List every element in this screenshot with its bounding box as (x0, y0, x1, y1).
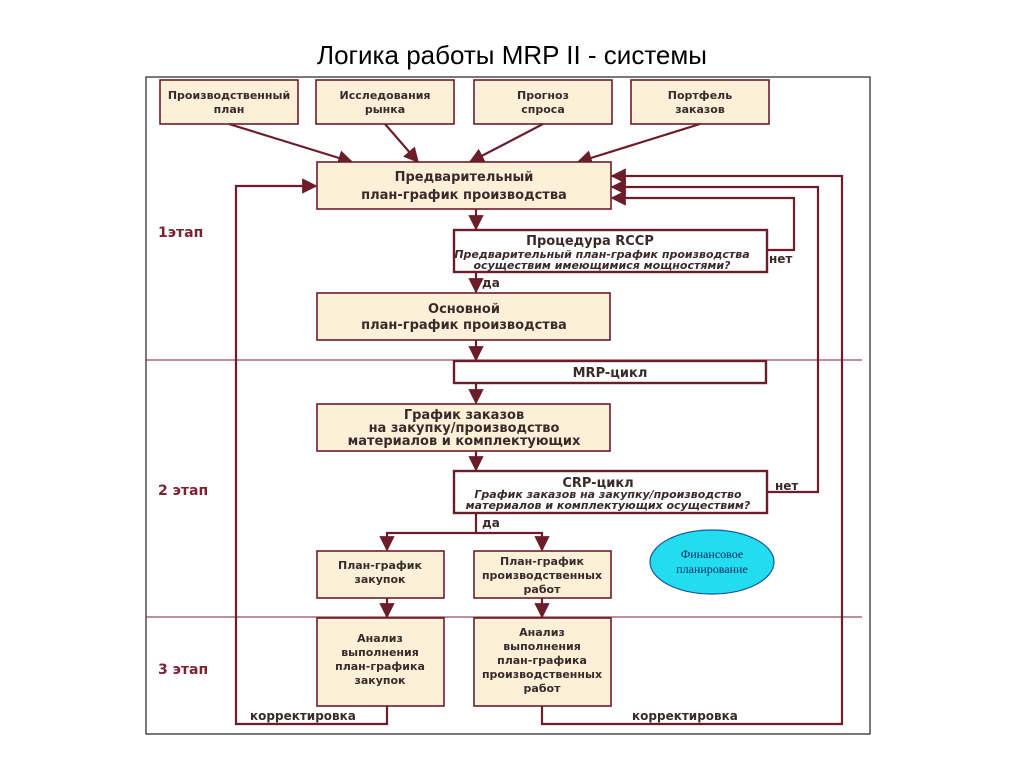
svg-text:план-график производства: план-график производства (361, 318, 567, 333)
input-market-research: Исследования рынка (315, 79, 455, 125)
svg-text:выполнения: выполнения (503, 640, 581, 653)
svg-text:Анализ: Анализ (357, 632, 403, 645)
page-title: Логика работы MRP II - системы (317, 40, 707, 70)
svg-text:закупок: закупок (354, 573, 406, 586)
arrow-input-1 (228, 122, 354, 166)
production-analysis-box: Анализ выполнения план-графика производс… (473, 617, 612, 707)
purchase-analysis-box: Анализ выполнения план-графика закупок (316, 617, 445, 707)
split-line-right (476, 531, 550, 552)
svg-text:рынка: рынка (365, 103, 405, 116)
stage-label-1: 1этап (158, 225, 203, 241)
rccp-yes-label: да (482, 276, 500, 290)
input-production-plan: Производственный план (159, 79, 299, 125)
svg-text:Анализ: Анализ (519, 626, 565, 639)
svg-text:план-график производства: план-график производства (361, 188, 567, 203)
svg-text:График заказов на закупку/прои: График заказов на закупку/производство (474, 488, 742, 501)
svg-text:производственных: производственных (482, 668, 602, 681)
svg-text:MRP-цикл: MRP-цикл (573, 366, 648, 381)
arrow-input-3 (468, 123, 544, 163)
svg-text:план-графика: план-графика (335, 660, 425, 673)
correction-label-left: корректировка (250, 709, 356, 723)
correction-loop-left (234, 178, 389, 726)
stage-label-3: 3 этап (158, 662, 208, 678)
arrow-input-4 (576, 122, 701, 166)
svg-text:График заказов: График заказов (404, 408, 524, 423)
production-works-schedule-box: План-график производственных работ (473, 550, 612, 599)
svg-text:на закупку/производство: на закупку/производство (369, 421, 560, 436)
svg-text:План-график: План-график (500, 555, 585, 568)
svg-text:работ: работ (524, 682, 562, 695)
svg-text:Финансовое: Финансовое (681, 547, 743, 561)
mrp-cycle-box: MRP-цикл (452, 359, 768, 385)
svg-text:работ: работ (524, 583, 562, 596)
svg-text:выполнения: выполнения (341, 646, 419, 659)
purchase-schedule-box: План-график закупок (316, 550, 445, 599)
split-line (379, 513, 478, 552)
svg-text:план: план (214, 103, 245, 116)
correction-label-right: корректировка (632, 709, 738, 723)
svg-text:материалов и комплектующих осу: материалов и комплектующих осуществим? (466, 499, 751, 512)
crp-no-label: нет (775, 479, 798, 493)
svg-text:Портфель: Портфель (668, 89, 732, 102)
svg-text:закупок: закупок (354, 674, 406, 687)
svg-text:Предварительный план-график пр: Предварительный план-график производства (454, 248, 749, 261)
svg-text:планирование: планирование (676, 562, 748, 576)
svg-text:План-график: План-график (338, 559, 423, 572)
rccp-no-label: нет (769, 252, 792, 266)
svg-text:осуществим имеющимися мощностя: осуществим имеющимися мощностями? (474, 259, 732, 272)
crp-box: CRP-цикл График заказов на закупку/произ… (452, 469, 769, 515)
svg-text:Исследования: Исследования (340, 89, 431, 102)
svg-text:Производственный: Производственный (168, 89, 290, 102)
svg-text:производственных: производственных (482, 569, 602, 582)
diagram-frame (145, 76, 871, 735)
svg-text:Предварительный: Предварительный (395, 170, 534, 185)
rccp-no-return-line (610, 190, 796, 252)
correction-loop-right (540, 168, 844, 726)
financial-planning-ellipse: Финансовое планирование (649, 529, 775, 595)
orders-schedule-box: График заказов на закупку/производство м… (316, 403, 611, 452)
input-order-portfolio: Портфель заказов (630, 79, 770, 125)
stage-label-2: 2 этап (158, 483, 208, 499)
rccp-box: Процедура RCCP Предварительный план-граф… (452, 228, 769, 274)
svg-text:CRP-цикл: CRP-цикл (562, 476, 633, 491)
input-demand-forecast: Прогноз спроса (473, 79, 613, 125)
svg-text:заказов: заказов (675, 103, 725, 116)
preliminary-schedule-box: Предварительный план-график производства (316, 161, 612, 210)
svg-text:спроса: спроса (521, 103, 565, 116)
svg-text:план-графика: план-графика (497, 654, 587, 667)
svg-text:Прогноз: Прогноз (517, 89, 569, 102)
crp-yes-label: да (482, 516, 500, 530)
arrow-input-2 (384, 123, 420, 164)
svg-text:материалов и комплектующих: материалов и комплектующих (348, 434, 581, 449)
crp-no-return-line (610, 179, 820, 494)
svg-text:Процедура RCCP: Процедура RCCP (526, 234, 654, 249)
svg-text:Основной: Основной (428, 302, 500, 317)
master-schedule-box: Основной план-график производства (316, 292, 611, 341)
